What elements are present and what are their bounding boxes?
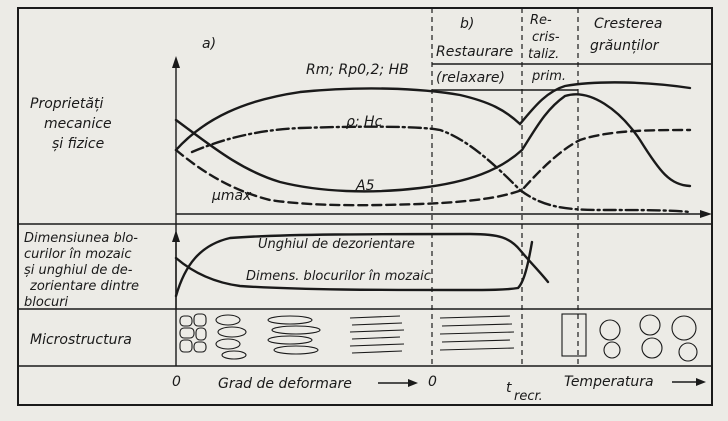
stage-recr-line1: Re- <box>530 13 552 28</box>
stage-restaurare-prefix: b) <box>460 16 474 32</box>
label-elongation: A5 <box>355 178 375 194</box>
axis-deformation-arrowhead <box>408 379 418 387</box>
micro-grain-growth <box>599 314 698 362</box>
curve-misorientation <box>174 232 550 298</box>
row-blocks-line5: blocuri <box>24 295 69 310</box>
row-blocks-line3: și unghiul de de- <box>24 263 133 278</box>
microstructure-strip <box>179 313 698 362</box>
stage-restaurare-subtitle: (relaxare) <box>436 70 505 86</box>
label-strength: Rm; Rp0,2; HB <box>306 62 409 78</box>
stage-restaurare-title: Restaurare <box>436 44 513 60</box>
axis-temperature-arrowhead <box>696 378 706 386</box>
row-properties-line3: și fizice <box>52 136 104 152</box>
micro-elongated-2 <box>267 315 321 355</box>
stage-recr-line4: prim. <box>531 69 566 84</box>
micro-recrystallized <box>561 313 587 357</box>
stage-recr-line3: taliz. <box>528 47 559 62</box>
axis-deformation-label: Grad de deformare <box>218 376 352 392</box>
axis-t-symbol: t <box>506 380 512 396</box>
diagram-frame <box>17 7 713 406</box>
y-axis-blocks-arrow <box>172 230 180 242</box>
row-properties-line1: Proprietăți <box>30 96 103 112</box>
panel-a-label: a) <box>202 36 216 52</box>
stage-crestere-line1: Cresterea <box>594 16 663 32</box>
stage-crestere-line2: grăunților <box>590 38 660 54</box>
micro-equiaxed <box>179 313 207 353</box>
row-blocks-line4: zorientare dintre <box>29 279 139 294</box>
label-block-size: Dimens. blocurilor în mozaic <box>246 269 431 284</box>
label-misorientation: Unghiul de dezorientare <box>258 237 415 252</box>
axis-temperature-label: Temperatura <box>564 374 654 390</box>
row-blocks-line2: curilor în mozaic <box>24 247 132 262</box>
label-permeability: μmax <box>211 188 252 204</box>
micro-fibrous <box>349 315 405 354</box>
row-properties-line2: mecanice <box>44 116 112 132</box>
axis-t-sub: recr. <box>514 389 543 404</box>
row-microstructure-label: Microstructura <box>30 332 132 348</box>
curve-permeability <box>174 128 692 207</box>
label-coercive: ρ; Hc <box>346 114 383 130</box>
micro-polygonized <box>439 315 515 351</box>
row-blocks-line1: Dimensiunea blo- <box>24 231 138 246</box>
micro-elongated-1 <box>215 314 247 360</box>
axis-origin-left: 0 <box>172 374 181 390</box>
curve-elongation <box>174 93 692 193</box>
x-axis-properties-arrow <box>700 210 712 218</box>
curve-coercive <box>190 125 692 214</box>
curve-strength <box>174 81 692 152</box>
stage-recr-line2: cris- <box>532 30 560 45</box>
y-axis-arrow <box>172 56 180 68</box>
axis-origin-mid: 0 <box>428 374 437 390</box>
curve-block-size <box>174 240 534 292</box>
